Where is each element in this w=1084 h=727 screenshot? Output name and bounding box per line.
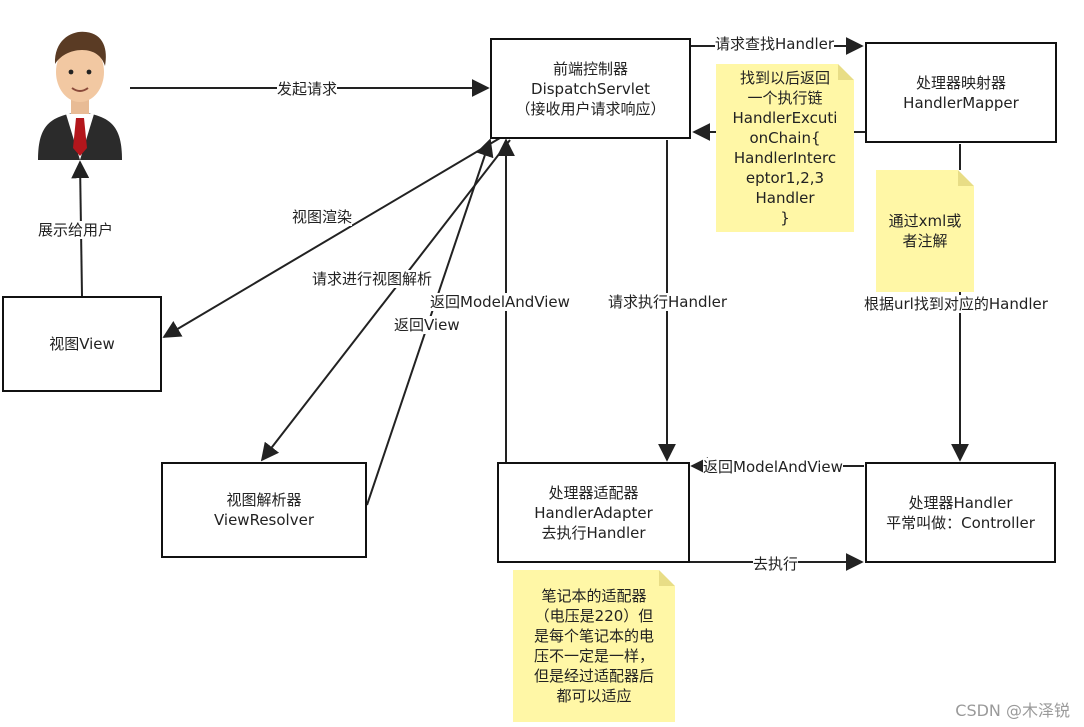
- resolve-view-label: 请求进行视图解析: [312, 270, 433, 288]
- view-resolver-class: ViewResolver: [213, 511, 314, 529]
- show-user-label: 展示给用户: [38, 221, 114, 239]
- note-line: eptor1,2,3: [745, 169, 825, 187]
- note-line: 笔记本的适配器: [541, 587, 647, 605]
- front-controller-class: DispatchServlet: [531, 79, 650, 98]
- handler-adapter-node: 处理器适配器 HandlerAdapter 去执行Handler: [497, 462, 690, 563]
- note-line: HandlerInterc: [733, 149, 837, 167]
- handler-mapper-title: 处理器映射器: [915, 73, 1006, 92]
- handler-title: 处理器Handler: [908, 493, 1013, 512]
- note-line: 找到以后返回: [739, 69, 830, 87]
- front-controller-title: 前端控制器: [552, 59, 628, 78]
- view-title: 视图View: [49, 335, 115, 353]
- note-line: }: [780, 209, 790, 227]
- note-line: （电压是220）但: [534, 607, 654, 625]
- note-line: onChain{: [749, 129, 821, 147]
- view-node: 视图View: [2, 296, 162, 392]
- xml-annotation-note: 通过xml或 者注解: [876, 170, 974, 292]
- go-execute-label: 去执行: [753, 555, 799, 573]
- watermark: CSDN @木泽锐: [955, 701, 1070, 720]
- exec-handler-label: 请求执行Handler: [608, 293, 728, 311]
- render-view-label: 视图渲染: [292, 208, 353, 226]
- note-line: 通过xml或: [888, 212, 962, 230]
- return-mav-label: 返回ModelAndView: [703, 458, 843, 476]
- handler-node: 处理器Handler 平常叫做：Controller: [865, 462, 1056, 563]
- note-line: Handler: [755, 189, 815, 207]
- handler-mapper-node: 处理器映射器 HandlerMapper: [865, 42, 1057, 143]
- handler-mapper-class: HandlerMapper: [903, 93, 1019, 112]
- handler-desc: 平常叫做：Controller: [886, 513, 1035, 532]
- arrow-resolve-view: [260, 139, 511, 462]
- view-resolver-title: 视图解析器: [226, 491, 302, 509]
- front-controller-node: 前端控制器 DispatchServlet （接收用户请求响应）: [490, 38, 691, 139]
- note-line: 一个执行链: [747, 89, 823, 107]
- adapter-explain-note: 笔记本的适配器 （电压是220）但 是每个笔记本的电 压不一定是一样， 但是经过…: [513, 570, 675, 722]
- note-line: HandlerExcuti: [732, 109, 838, 127]
- handler-adapter-title: 处理器适配器: [548, 483, 639, 502]
- note-line: 压不一定是一样，: [533, 647, 654, 665]
- send-request-label: 发起请求: [277, 80, 338, 98]
- note-line: 是每个笔记本的电: [533, 627, 654, 645]
- businessman-avatar-icon: [38, 31, 122, 160]
- return-view-label: 返回View: [394, 316, 460, 334]
- return-mav-up-label: 返回ModelAndView: [430, 293, 570, 311]
- find-by-url-label: 根据url找到对应的Handler: [864, 295, 1048, 313]
- find-handler-label: 请求查找Handler: [715, 35, 835, 53]
- execution-chain-note: 找到以后返回 一个执行链 HandlerExcuti onChain{ Hand…: [716, 64, 854, 232]
- arrow-render-view: [162, 137, 501, 338]
- note-line: 者注解: [902, 232, 948, 250]
- note-line: 都可以适应: [556, 687, 632, 705]
- view-resolver-node: 视图解析器 ViewResolver: [161, 462, 367, 558]
- handler-adapter-class: HandlerAdapter: [534, 503, 653, 522]
- user-avatar: [28, 20, 132, 160]
- note-line: 但是经过适配器后: [533, 667, 654, 685]
- front-controller-desc: （接收用户请求响应）: [515, 99, 666, 118]
- handler-adapter-desc: 去执行Handler: [541, 523, 646, 542]
